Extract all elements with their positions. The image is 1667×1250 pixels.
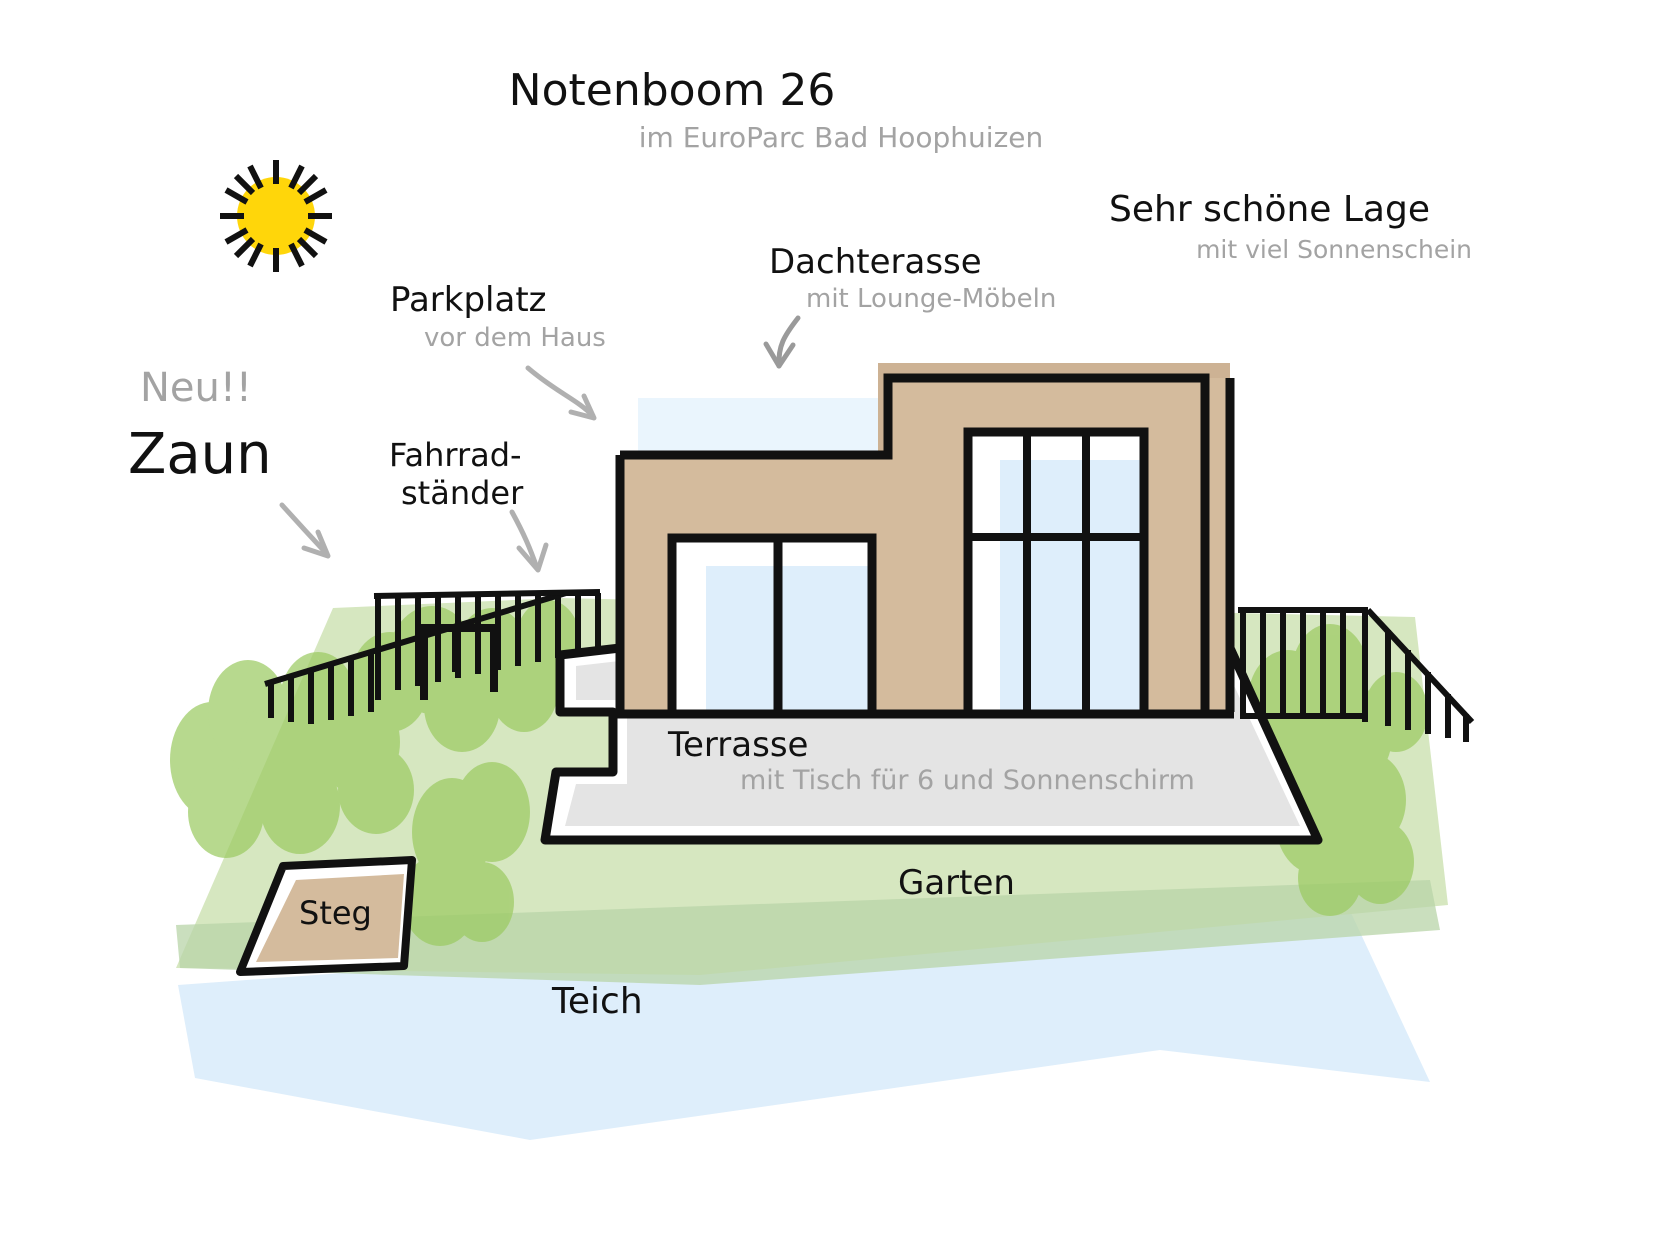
arrow-bike-icon: [509, 509, 549, 573]
label-location-sub: mit viel Sonnenschein: [1196, 235, 1472, 264]
pond-shape: [178, 900, 1430, 1140]
house-outline: [620, 373, 1210, 712]
label-parking-main: Parkplatz: [390, 280, 547, 320]
arrow-parking-icon: [525, 365, 597, 421]
window-left: [667, 533, 877, 719]
label-roof-terrace-sub: mit Lounge-Möbeln: [806, 284, 1057, 314]
label-parking-sub: vor dem Haus: [424, 323, 606, 353]
label-terrace-main: Terrasse: [668, 725, 809, 765]
label-fence-sub: Neu!!: [140, 365, 252, 411]
bush-cluster-middle: [402, 762, 530, 946]
window-right: [963, 427, 1149, 719]
label-dock: Steg: [299, 894, 372, 932]
house: [615, 363, 1235, 719]
label-roof-terrace-main: Dachterasse: [769, 242, 982, 282]
label-bike-rack-line2: ständer: [401, 474, 524, 512]
arrow-fence-icon: [279, 502, 331, 559]
page-subtitle: im EuroParc Bad Hoophuizen: [638, 121, 1044, 154]
sun-icon: [220, 160, 332, 272]
arrow-roof-icon: [763, 315, 801, 369]
bush-cluster-left: [170, 600, 580, 858]
label-fence-main: Zaun: [128, 422, 272, 487]
label-location-main: Sehr schöne Lage: [1109, 189, 1430, 230]
dock-steg: [236, 856, 416, 976]
label-pond: Teich: [552, 981, 643, 1022]
bike-rack: [420, 624, 498, 700]
label-terrace-sub: mit Tisch für 6 und Sonnenschirm: [740, 765, 1195, 796]
label-garden: Garten: [898, 863, 1015, 903]
fence-right: [1238, 607, 1475, 742]
page-title: Notenboom 26: [508, 65, 836, 116]
label-bike-rack-line1: Fahrrad-: [389, 436, 522, 474]
